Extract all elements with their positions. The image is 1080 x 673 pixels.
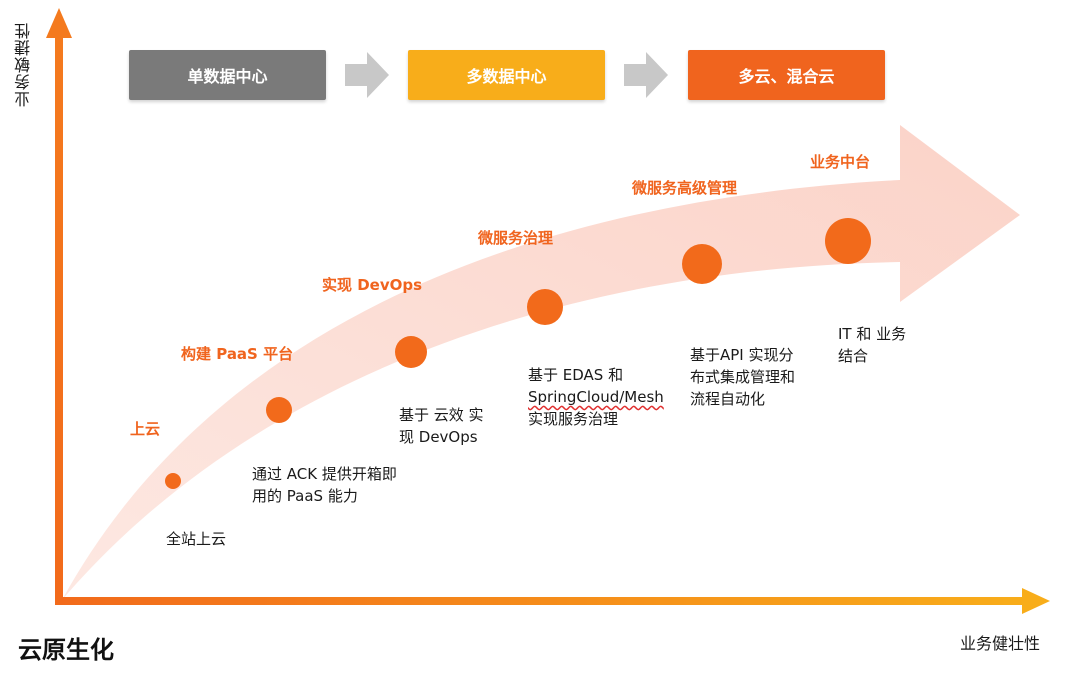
milestone-dot-4	[527, 289, 563, 325]
milestone-description-4: 基于 EDAS 和 SpringCloud/Mesh 实现服务治理	[528, 364, 664, 430]
description-line: 基于 EDAS 和	[528, 366, 624, 384]
milestone-label-6: 业务中台	[810, 153, 871, 171]
milestone-description-6: IT 和 业务 结合	[838, 323, 906, 367]
description-line: 布式集成管理和	[690, 368, 796, 386]
description-line: 全站上云	[166, 530, 227, 548]
description-line: 基于API 实现分	[690, 346, 794, 364]
stage-box-3: 多云、混合云	[688, 50, 885, 100]
stage-label-2: 多数据中心	[466, 67, 547, 86]
stage-box-2: 多数据中心	[408, 50, 605, 100]
description-line: 基于 云效 实	[399, 406, 484, 424]
x-axis-label: 业务健壮性	[960, 634, 1041, 653]
milestone-dot-3	[395, 336, 427, 368]
y-axis-label: 业务敏捷性	[14, 22, 33, 107]
description-line: 结合	[838, 347, 869, 365]
milestone-dot-6	[825, 218, 871, 264]
milestone-label-3: 实现 DevOps	[322, 276, 423, 294]
description-line: 流程自动化	[690, 390, 766, 408]
flow-arrow-icon	[624, 52, 668, 98]
growth-arrow-band	[62, 125, 1020, 600]
description-line: 通过 ACK 提供开箱即	[252, 465, 397, 483]
flow-arrow-icon	[345, 52, 389, 98]
milestone-dot-5	[682, 244, 722, 284]
y-axis	[46, 8, 72, 602]
page-title: 云原生化	[18, 636, 114, 664]
description-line: IT 和 业务	[838, 325, 907, 343]
stage-box-1: 单数据中心	[129, 50, 326, 100]
x-axis	[55, 588, 1050, 614]
milestone-label-5: 微服务高级管理	[632, 179, 738, 197]
stage-label-1: 单数据中心	[187, 67, 268, 86]
milestone-dot-1	[165, 473, 181, 489]
milestone-label-2: 构建 PaaS 平台	[181, 345, 294, 363]
milestone-description-2: 通过 ACK 提供开箱即 用的 PaaS 能力	[252, 463, 397, 507]
description-line: 现 DevOps	[399, 428, 478, 446]
stage-label-3: 多云、混合云	[738, 67, 835, 86]
milestone-dot-2	[266, 397, 292, 423]
description-line: 用的 PaaS 能力	[252, 487, 358, 505]
description-line: 实现服务治理	[528, 410, 619, 428]
milestone-description-1: 全站上云	[166, 528, 226, 550]
milestone-description-5: 基于API 实现分 布式集成管理和 流程自动化	[690, 344, 795, 410]
milestone-description-3: 基于 云效 实 现 DevOps	[399, 404, 484, 448]
milestone-label-1: 上云	[130, 420, 161, 438]
milestone-label-4: 微服务治理	[478, 229, 554, 247]
description-line: SpringCloud/Mesh	[528, 388, 664, 406]
